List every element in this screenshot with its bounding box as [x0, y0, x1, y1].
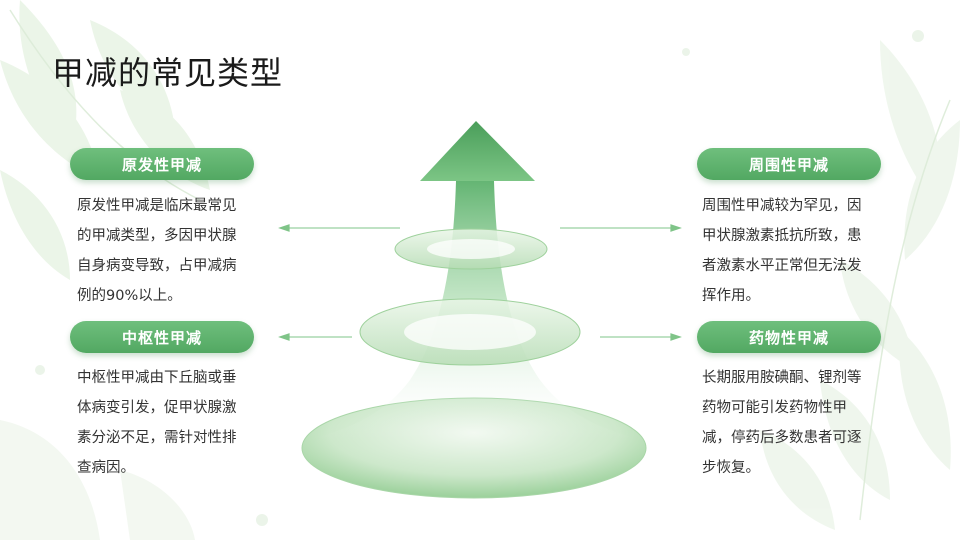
slide-title: 甲减的常见类型	[52, 54, 284, 92]
arrow-left-icon	[278, 224, 682, 341]
type-label-central: 中枢性甲减	[70, 321, 254, 353]
arrow-head	[420, 121, 535, 181]
type-description-central: 中枢性甲减由下丘脑或垂体病变引发，促甲状腺激素分泌不足，需针对性排查病因。	[77, 370, 237, 476]
type-label-primary: 原发性甲减	[70, 148, 254, 180]
type-label-drug-induced: 药物性甲减	[697, 321, 881, 353]
type-label-peripheral: 周围性甲减	[697, 148, 881, 180]
type-description-drug-induced: 长期服用胺碘酮、锂剂等药物可能引发药物性甲减，停药后多数患者可逐步恢复。	[702, 370, 862, 476]
type-description-primary: 原发性甲减是临床最常见的甲减类型，多因甲状腺自身病变导致，占甲减病例的90%以上…	[77, 198, 237, 304]
type-description-peripheral: 周围性甲减较为罕见，因甲状腺激素抵抗所致，患者激素水平正常但无法发挥作用。	[702, 198, 862, 304]
